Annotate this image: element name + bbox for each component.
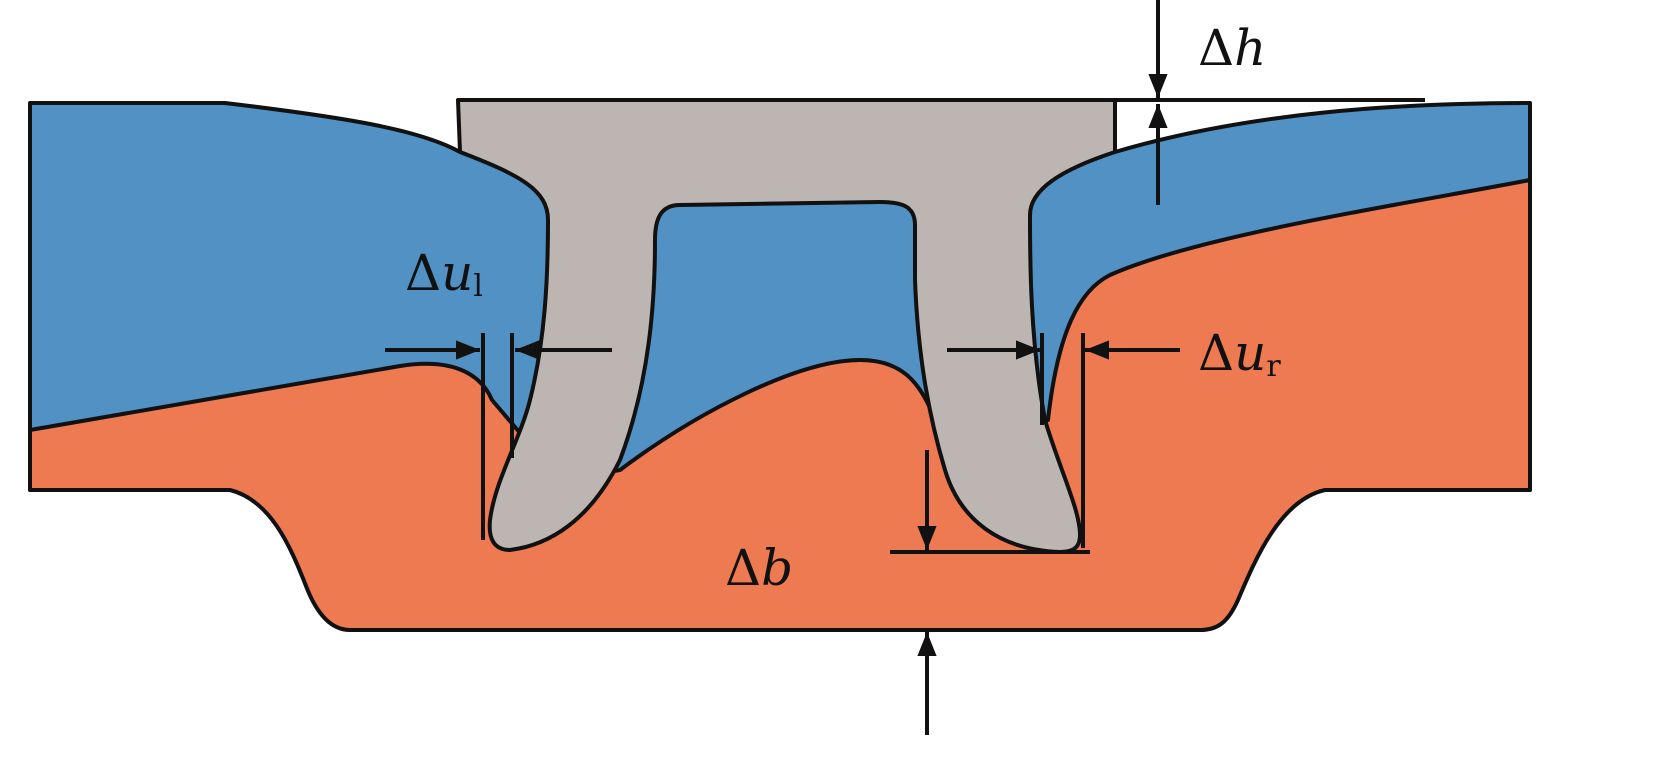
label-delta-ur: Δur [1198, 324, 1281, 384]
rivet [456, 98, 1117, 554]
label-delta-b: Δb [725, 539, 793, 597]
label-delta-h: Δh [1198, 19, 1266, 77]
label-delta-ul: Δul [405, 244, 483, 304]
lower-sheet [28, 178, 1532, 632]
dimension-lines [385, 0, 1425, 735]
